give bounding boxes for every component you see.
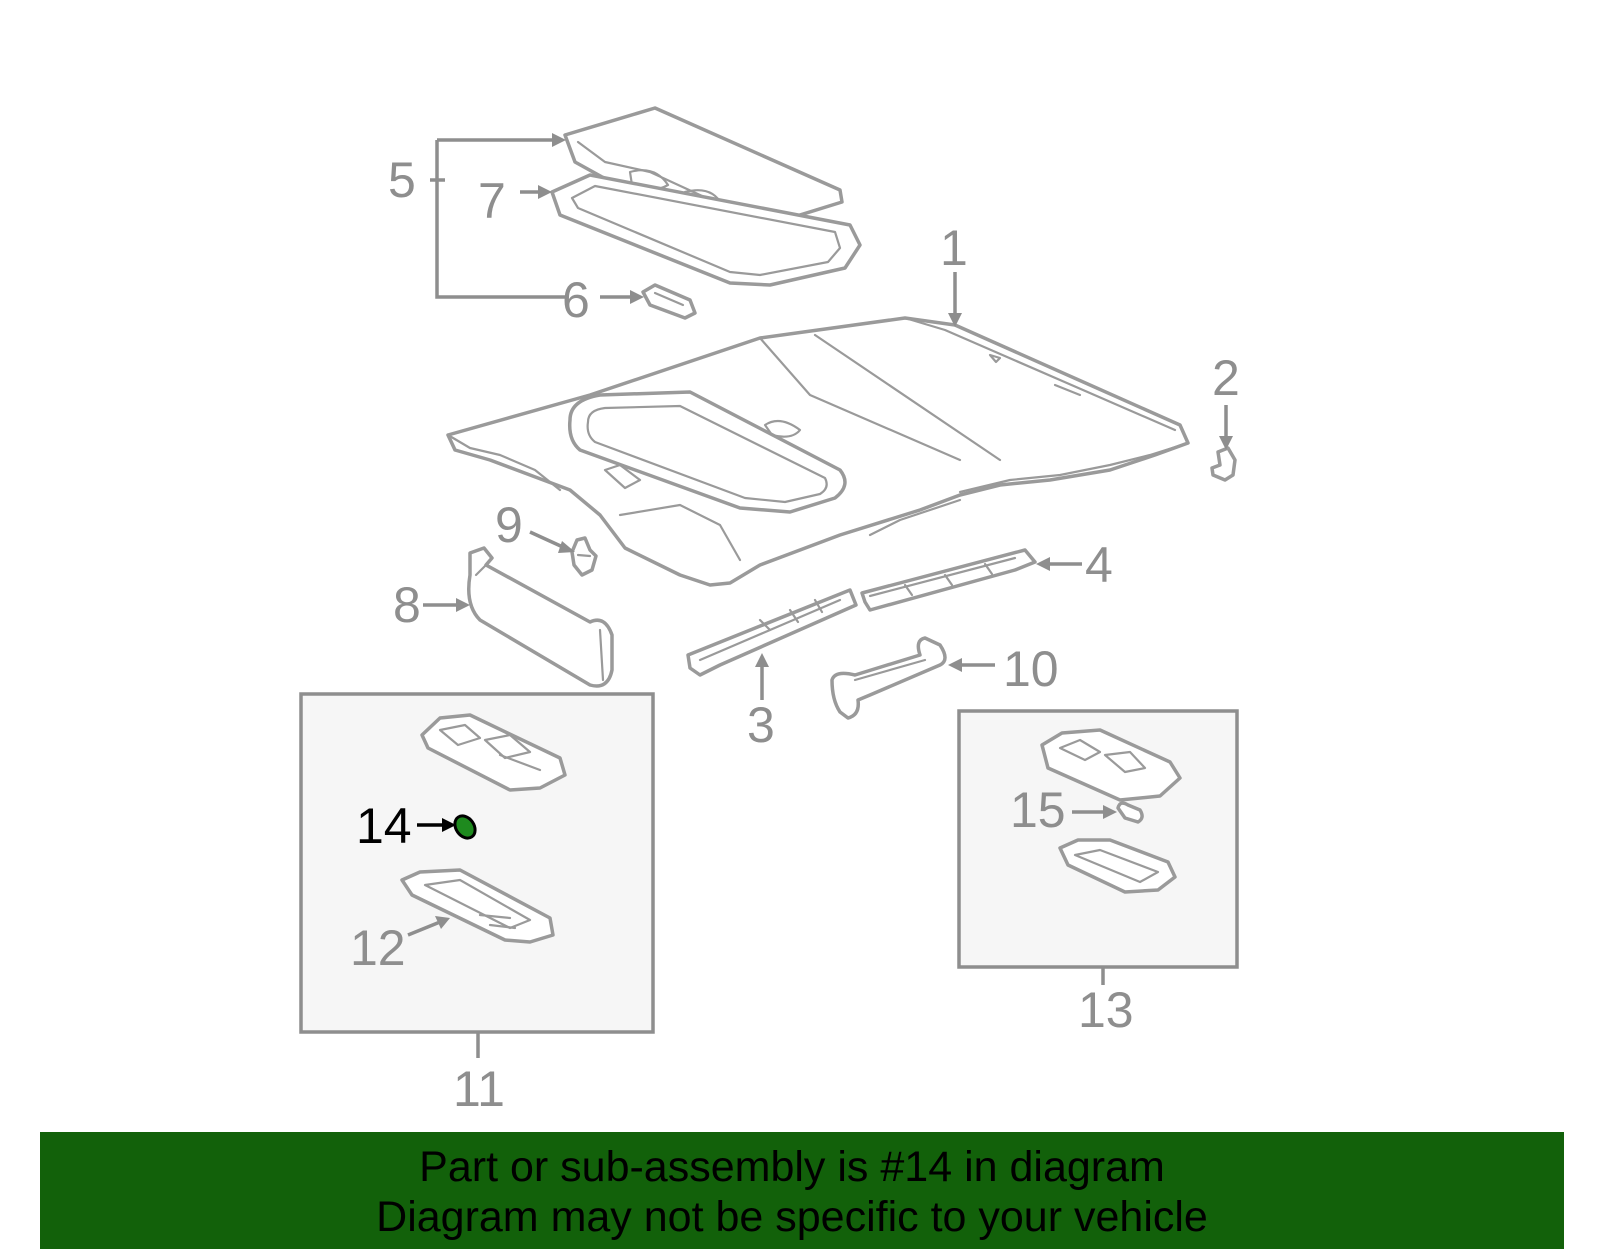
callout-15: 15 bbox=[1010, 782, 1066, 838]
sunshade-frame-part-7 bbox=[550, 173, 862, 287]
callout-14: 14 bbox=[356, 798, 412, 854]
callout-11: 11 bbox=[453, 1061, 505, 1117]
lamp-lens-part-12 bbox=[400, 868, 555, 944]
rail-part-3 bbox=[686, 588, 858, 677]
assist-grip-part-10 bbox=[830, 636, 947, 720]
callout-7: 7 bbox=[478, 173, 506, 229]
leader-lines bbox=[407, 133, 1233, 1058]
callout-12: 12 bbox=[350, 920, 406, 976]
bulb-part-14-highlighted bbox=[453, 814, 477, 840]
visor-holder-part-9 bbox=[570, 536, 598, 577]
callout-2: 2 bbox=[1212, 350, 1240, 406]
callout-13: 13 bbox=[1078, 982, 1134, 1038]
callout-3: 3 bbox=[747, 697, 775, 753]
callout-8: 8 bbox=[393, 577, 421, 633]
banner-line-2: Diagram may not be specific to your vehi… bbox=[376, 1193, 1208, 1241]
map-lamp-housing-part-13 bbox=[1040, 728, 1182, 802]
callout-10: 10 bbox=[1003, 641, 1059, 697]
info-banner: Part or sub-assembly is #14 in diagram D… bbox=[40, 1132, 1564, 1249]
callout-4: 4 bbox=[1085, 537, 1113, 593]
dome-lamp-housing-part-11 bbox=[420, 713, 567, 792]
map-lamp-lens-part-13 bbox=[1058, 838, 1177, 894]
bulb-part-15 bbox=[1116, 801, 1144, 824]
banner-line-1: Part or sub-assembly is #14 in diagram bbox=[419, 1143, 1165, 1191]
rail-part-4 bbox=[860, 548, 1037, 612]
sunshade-handle-part-6 bbox=[641, 283, 697, 320]
sun-visor-part-8 bbox=[467, 546, 614, 688]
callout-9: 9 bbox=[495, 497, 523, 553]
clip-part-2 bbox=[1210, 446, 1237, 482]
callout-1: 1 bbox=[940, 220, 968, 276]
callout-5: 5 bbox=[388, 152, 416, 208]
callout-6: 6 bbox=[562, 272, 590, 328]
